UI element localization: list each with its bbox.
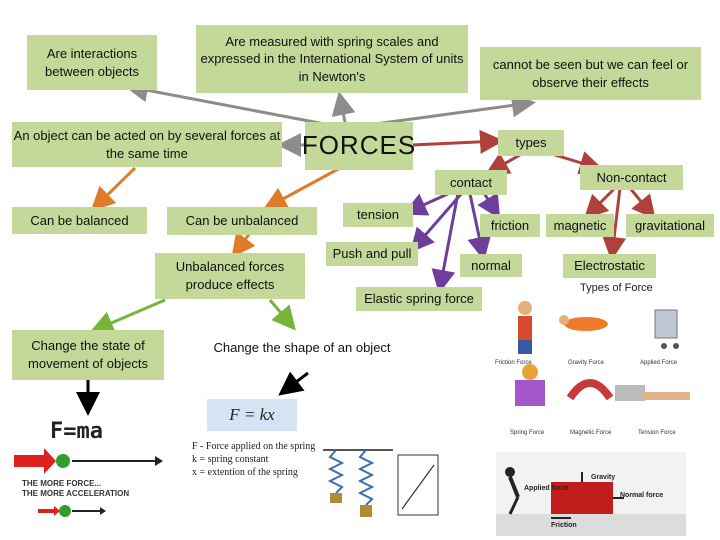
node-interactions-text: Are interactions between objects bbox=[45, 45, 139, 79]
node-types: types bbox=[498, 130, 564, 156]
node-normal: normal bbox=[460, 254, 522, 277]
node-magnetic: magnetic bbox=[546, 214, 614, 237]
friction-label: Friction bbox=[551, 522, 577, 529]
node-contact-text: contact bbox=[450, 174, 492, 190]
hooke-legend: F - Force applied on the spring k = spri… bbox=[192, 440, 342, 479]
node-elastic-text: Elastic spring force bbox=[364, 291, 474, 307]
fma-text: F=ma bbox=[50, 419, 103, 444]
link-shape-hooke bbox=[278, 371, 309, 396]
node-types-text: types bbox=[515, 135, 547, 151]
node-push-pull: Push and pull bbox=[326, 242, 418, 266]
node-several-text: An object can be acted on by several for… bbox=[13, 127, 281, 161]
more-accel-text: THE MORE ACCELERATION bbox=[22, 489, 130, 498]
node-unbalanced-text: Can be unbalanced bbox=[185, 213, 299, 229]
node-electrostatic-text: Electrostatic bbox=[574, 258, 645, 274]
gravity-label: Gravity bbox=[591, 474, 616, 481]
fma-arrows-graphic bbox=[14, 448, 163, 517]
block-forces-image: Gravity Applied force Normal force Frict… bbox=[496, 452, 686, 536]
node-cannot-seen-text: cannot be seen but we can feel or observ… bbox=[492, 56, 689, 90]
normal-force-label: Normal force bbox=[620, 492, 664, 499]
spring-2 bbox=[357, 449, 375, 506]
small-force-arrow bbox=[38, 506, 60, 516]
spring-diagram bbox=[318, 445, 473, 520]
hooke-formula: F = kx bbox=[229, 405, 275, 424]
big-accel-ball bbox=[56, 454, 70, 468]
block-forces-graphic bbox=[496, 452, 686, 536]
node-non-contact-text: Non-contact bbox=[596, 169, 667, 185]
more-force-text: THE MORE FORCE... bbox=[22, 479, 102, 488]
node-measured: Are measured with spring scales and expr… bbox=[196, 25, 468, 93]
link-unbalanced-effects bbox=[231, 231, 256, 258]
hooke-legend-x: x = extention of the spring bbox=[192, 467, 298, 478]
link-effects-state bbox=[89, 298, 166, 334]
link-forces-cannot bbox=[374, 93, 536, 126]
node-unbalanced-effects-text: Unbalanced forces produce effects bbox=[175, 259, 285, 292]
node-change-state: Change the state of movement of objects bbox=[12, 330, 164, 380]
label-friction-force: Friction Force bbox=[495, 360, 532, 366]
node-non-contact: Non-contact bbox=[580, 165, 683, 190]
small-accel-ball bbox=[59, 505, 71, 517]
types-image-title: Types of Force bbox=[580, 282, 653, 294]
link-contact-normal bbox=[467, 193, 491, 261]
link-forces-unbalanced bbox=[262, 166, 341, 210]
node-elastic: Elastic spring force bbox=[356, 287, 482, 311]
types-image-graphic bbox=[515, 301, 690, 406]
node-normal-text: normal bbox=[471, 257, 511, 273]
node-electrostatic: Electrostatic bbox=[563, 254, 656, 278]
node-friction-text: friction bbox=[490, 217, 530, 233]
link-noncontact-magnetic bbox=[583, 186, 617, 220]
node-measured-text: Are measured with spring scales and expr… bbox=[200, 33, 464, 84]
label-tension-force: Tension Force bbox=[638, 430, 676, 436]
spring-1 bbox=[327, 449, 345, 494]
big-force-arrow bbox=[14, 448, 56, 474]
node-magnetic-text: magnetic bbox=[553, 217, 607, 233]
link-contact-elastic bbox=[431, 192, 460, 294]
node-forces-text: FORCES bbox=[301, 130, 417, 161]
link-contact-tension bbox=[402, 190, 453, 216]
label-magnetic-force: Magnetic Force bbox=[570, 430, 612, 436]
hooke-formula-box: F = kx bbox=[207, 399, 297, 431]
applied-force-label: Applied force bbox=[524, 485, 569, 492]
node-balanced-text: Can be balanced bbox=[30, 212, 129, 228]
node-unbalanced: Can be unbalanced bbox=[167, 207, 317, 235]
link-forces-types bbox=[411, 129, 504, 154]
block bbox=[551, 482, 613, 514]
link-forces-measured bbox=[331, 91, 356, 123]
node-change-shape: Change the shape of an object bbox=[212, 325, 392, 371]
node-gravitational: gravitational bbox=[626, 214, 714, 237]
node-change-shape-text: Change the shape of an object bbox=[213, 340, 391, 356]
link-several-balanced bbox=[90, 166, 137, 212]
node-change-state-text: Change the state of movement of objects bbox=[28, 338, 148, 371]
node-several: An object can be acted on by several for… bbox=[12, 122, 282, 167]
node-gravitational-text: gravitational bbox=[634, 217, 706, 233]
node-unbalanced-effects: Unbalanced forces produce effects bbox=[155, 253, 305, 299]
node-interactions: Are interactions between objects bbox=[27, 35, 157, 90]
hooke-legend-k: k = spring constant bbox=[192, 454, 269, 465]
node-balanced: Can be balanced bbox=[12, 207, 147, 234]
types-of-force-image: Types of Force Friction Force Gravity Fo… bbox=[490, 280, 700, 440]
label-gravity-force: Gravity Force bbox=[568, 360, 605, 366]
link-forces-interactions bbox=[124, 78, 331, 127]
node-tension-text: tension bbox=[357, 207, 399, 223]
node-cannot-seen: cannot be seen but we can feel or observ… bbox=[480, 47, 701, 100]
node-forces: FORCES bbox=[301, 122, 417, 170]
node-push-pull-text: Push and pull bbox=[332, 246, 412, 262]
link-noncontact-electrostatic bbox=[602, 187, 627, 261]
node-tension: tension bbox=[343, 203, 413, 227]
link-contact-friction bbox=[477, 192, 501, 220]
hooke-legend-f: F - Force applied on the spring bbox=[192, 441, 316, 452]
node-friction: friction bbox=[480, 214, 540, 237]
link-contact-push bbox=[410, 192, 464, 253]
link-effects-shape bbox=[268, 299, 296, 331]
label-spring-force: Spring Force bbox=[510, 430, 545, 436]
fma-illustration: F=ma THE MORE FORCE... THE MORE ACCELERA… bbox=[10, 415, 180, 535]
node-contact: contact bbox=[435, 170, 507, 195]
link-noncontact-gravitational bbox=[628, 187, 656, 220]
label-applied-force: Applied Force bbox=[640, 360, 678, 366]
